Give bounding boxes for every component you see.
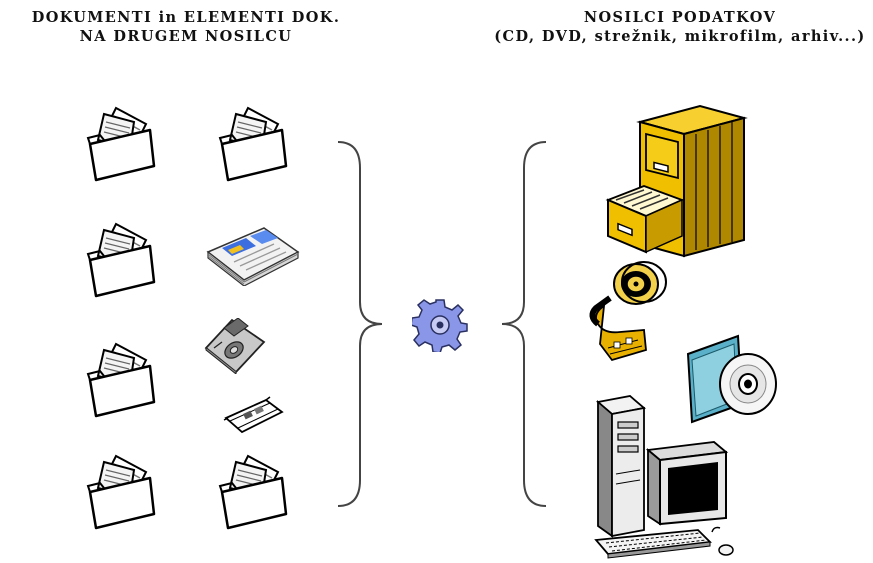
cd-disc-icon [686, 334, 777, 424]
folder-icon [218, 454, 288, 530]
floppy-disk-icon [204, 318, 266, 374]
left-heading-line1: DOKUMENTI in ELEMENTI DOK. [31, 9, 341, 26]
folder-icon [86, 222, 156, 298]
left-bracket [337, 141, 383, 507]
gear-icon [412, 299, 468, 352]
film-reel-icon [589, 261, 667, 362]
right-bracket [501, 141, 547, 507]
film-strip-icon [223, 396, 284, 434]
left-heading-line2: NA DRUGEM NOSILCU [79, 28, 293, 45]
left-heading: DOKUMENTI in ELEMENTI DOK. NA DRUGEM NOS… [0, 8, 372, 46]
paper-stack-icon [206, 227, 300, 286]
folder-icon [86, 342, 156, 418]
folder-icon [86, 106, 156, 182]
right-heading-line2: (CD, DVD, strežnik, mikrofilm, arhiv...) [494, 28, 866, 45]
computer-icon [594, 395, 734, 559]
folder-icon [86, 454, 156, 530]
right-heading: NOSILCI PODATKOV (CD, DVD, strežnik, mik… [490, 8, 870, 46]
file-cabinet-icon [605, 104, 748, 258]
right-heading-line1: NOSILCI PODATKOV [583, 9, 777, 26]
folder-icon [218, 106, 288, 182]
